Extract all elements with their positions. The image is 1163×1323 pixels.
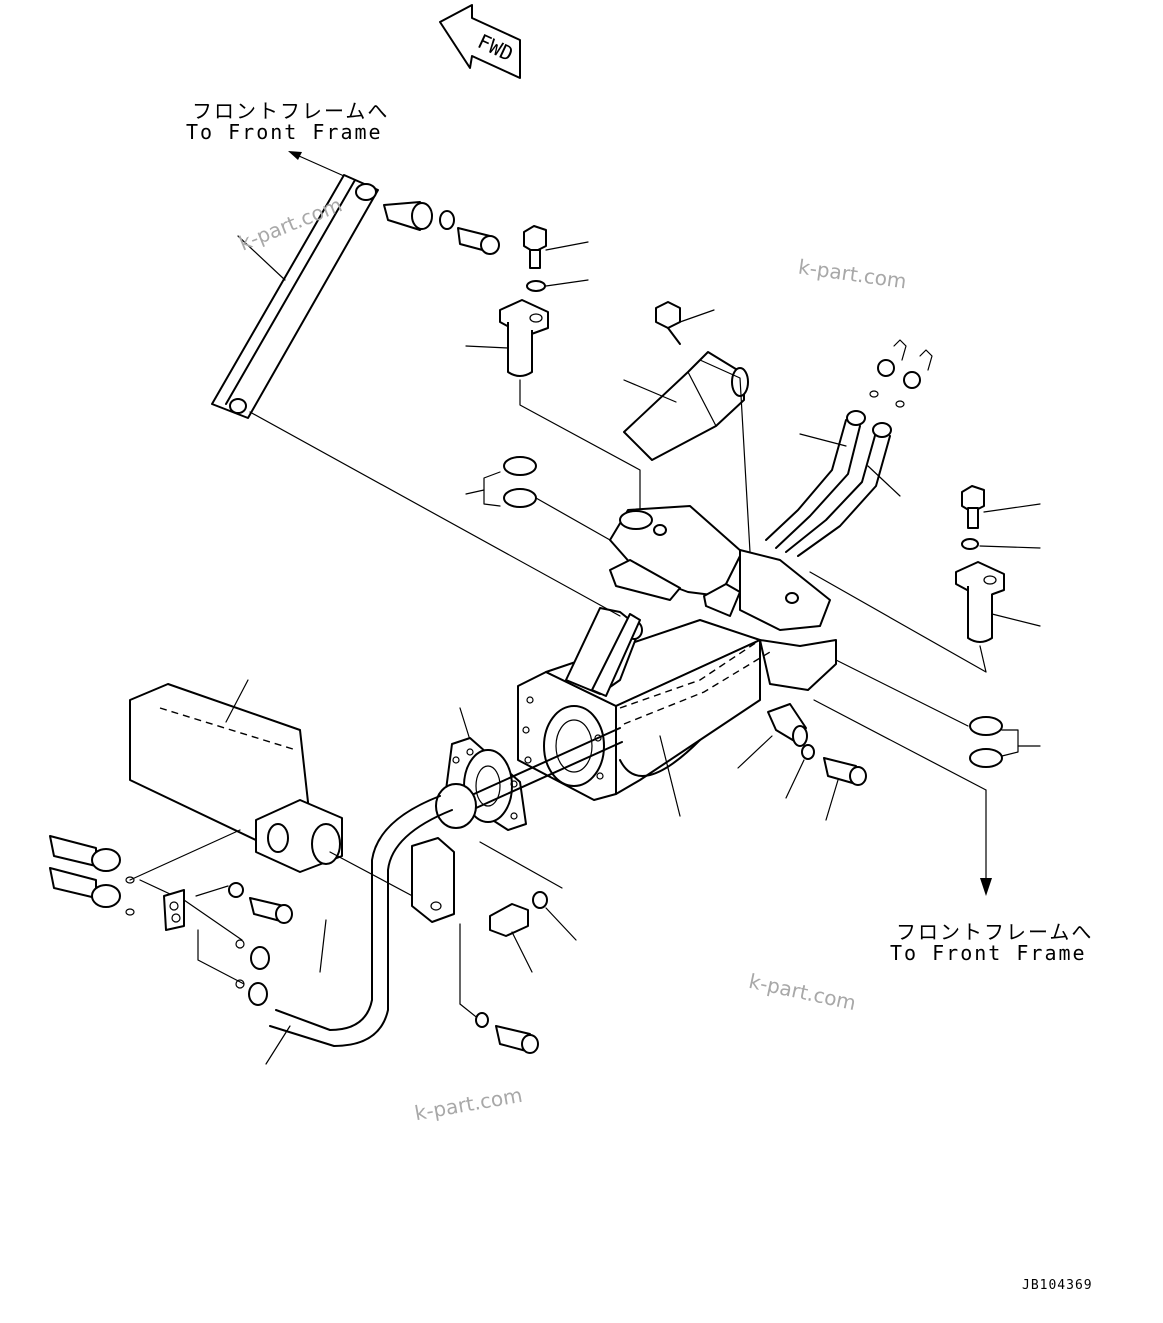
upper-pin-set	[465, 225, 641, 511]
link-rod	[211, 174, 379, 419]
callout-right-jp: フロントフレームへ	[896, 920, 1094, 944]
callout-top-jp: フロントフレームへ	[192, 99, 390, 123]
front-frame-arrow-top	[288, 151, 345, 177]
o-rings-left	[465, 456, 611, 541]
cover-plate	[623, 301, 749, 461]
pipe-clamp	[411, 837, 539, 1054]
right-pin-set	[809, 485, 1041, 673]
front-frame-arrow-right	[980, 789, 992, 896]
left-fittings	[49, 835, 327, 1065]
bushing-set	[737, 699, 987, 821]
callout-right-en: To Front Frame	[890, 941, 1087, 965]
rear-frame-body	[249, 359, 837, 817]
flange-bolts	[489, 891, 577, 973]
fwd-arrow: FWD	[439, 4, 521, 79]
rod-pin-set	[383, 201, 500, 255]
flange-and-pipe	[269, 727, 623, 1047]
callout-top-en: To Front Frame	[186, 120, 383, 144]
transmission-housing	[129, 679, 421, 901]
o-rings-right	[835, 659, 1041, 768]
hydraulic-hoses	[765, 339, 933, 557]
drawing-code: JB104369	[1022, 1278, 1093, 1293]
